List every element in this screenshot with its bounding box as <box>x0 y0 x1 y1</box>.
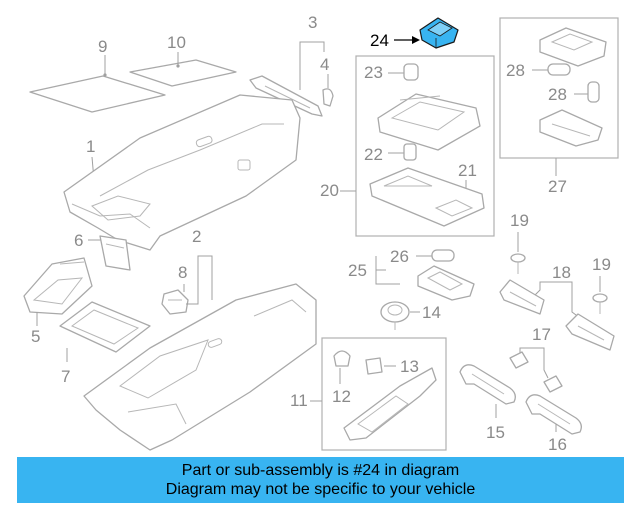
part-16-grab-handle <box>525 394 582 435</box>
label-5: 5 <box>31 327 40 346</box>
part-22-bulb <box>403 143 417 161</box>
part-14-clip <box>380 301 410 330</box>
arrow-icon <box>394 36 420 44</box>
caption-line-1: Part or sub-assembly is #24 in diagram <box>181 462 460 479</box>
part-18-bracket-a <box>499 279 545 315</box>
label-16: 16 <box>548 435 567 454</box>
label-19b: 19 <box>592 255 611 274</box>
label-20: 20 <box>320 181 339 200</box>
part-23-lens <box>403 63 419 81</box>
label-23: 23 <box>364 63 383 82</box>
label-24: 24 <box>370 31 389 50</box>
label-13: 13 <box>400 357 419 376</box>
label-18: 18 <box>552 263 571 282</box>
label-28a: 28 <box>506 61 525 80</box>
part-17-clip-a <box>509 351 529 369</box>
assembly-box-27 <box>499 17 619 159</box>
label-6: 6 <box>74 231 83 250</box>
label-1: 1 <box>86 137 95 156</box>
part-4-clip <box>322 88 334 107</box>
part-27-map-lamp <box>539 27 607 67</box>
label-25: 25 <box>348 261 367 280</box>
part-17-clip-b <box>543 375 563 393</box>
label-10: 10 <box>167 33 186 52</box>
label-22: 22 <box>364 145 383 164</box>
part-19-screw-b <box>592 293 608 314</box>
part-9-panel <box>29 55 166 113</box>
part-1-headliner <box>63 94 301 251</box>
part-11-sun-visor <box>343 367 437 441</box>
label-12: 12 <box>332 387 351 406</box>
part-2-headliner <box>83 283 317 451</box>
label-19a: 19 <box>510 211 529 230</box>
part-10-panel <box>129 52 237 87</box>
part-28-bulb-a <box>547 63 571 76</box>
label-4: 4 <box>320 55 329 74</box>
label-21: 21 <box>458 161 477 180</box>
part-5-console <box>23 257 93 315</box>
label-8: 8 <box>178 263 187 282</box>
part-27-lens <box>539 109 603 147</box>
part-25-lamp <box>417 265 475 301</box>
label-9: 9 <box>98 37 107 56</box>
label-15: 15 <box>486 423 505 442</box>
caption-line-2: Diagram may not be specific to your vehi… <box>165 481 476 498</box>
part-24-highlighted <box>419 17 459 49</box>
part-15-grab-handle <box>459 364 516 405</box>
label-3: 3 <box>308 13 317 32</box>
parts-diagram: 9 10 3 4 1 6 5 7 <box>23 13 619 454</box>
part-6-bracket <box>99 235 131 271</box>
part-28-bulb-b <box>587 81 600 103</box>
part-21-cover <box>369 167 485 227</box>
caption-banner: Part or sub-assembly is #24 in diagram D… <box>17 457 624 503</box>
label-26: 26 <box>390 247 409 266</box>
label-14: 14 <box>422 303 441 322</box>
label-17: 17 <box>532 325 551 344</box>
label-28b: 28 <box>548 85 567 104</box>
label-11: 11 <box>290 391 308 410</box>
part-8-handle-mount <box>161 289 189 315</box>
part-12-visor-clip <box>333 350 351 367</box>
assembly-box-11 <box>321 337 447 451</box>
assembly-box-20 <box>355 55 495 237</box>
part-13-visor-holder <box>365 357 383 375</box>
part-7-frame <box>59 301 151 353</box>
label-2: 2 <box>192 227 201 246</box>
part-26-bulb <box>431 249 455 262</box>
label-7: 7 <box>61 367 70 386</box>
part-20-lamp-housing <box>377 93 481 151</box>
part-19-screw-a <box>510 253 526 274</box>
part-3-rail <box>249 75 323 117</box>
label-27: 27 <box>548 177 567 196</box>
part-18-bracket-b <box>565 313 615 351</box>
